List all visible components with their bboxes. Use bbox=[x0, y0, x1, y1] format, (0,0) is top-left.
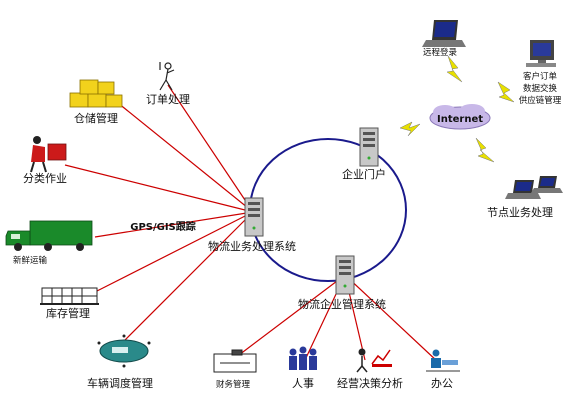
inventory-label: 库存管理 bbox=[46, 306, 90, 320]
finance-icon bbox=[213, 349, 257, 373]
inventory-rack-icon bbox=[40, 287, 99, 305]
logistics-server-icon bbox=[244, 197, 264, 237]
warehouse-label: 仓储管理 bbox=[74, 111, 118, 125]
lightning-bolts bbox=[399, 55, 515, 163]
desktop-computer-icon bbox=[526, 40, 556, 67]
internet-cloud: Internet bbox=[429, 104, 491, 130]
truck-icon bbox=[5, 220, 93, 251]
node-business-label: 节点业务处理 bbox=[487, 206, 553, 219]
enterprise-portal-label: 企业门户 bbox=[342, 167, 386, 181]
hr-people-icon bbox=[289, 346, 317, 370]
transport-label: 新鲜运输 bbox=[13, 255, 48, 266]
warehouse-boxes-icon bbox=[69, 79, 123, 108]
customer-order-label-2: 数据交换 bbox=[523, 83, 558, 94]
spoke-lines bbox=[64, 84, 439, 363]
order-processing-label: 订单处理 bbox=[146, 93, 190, 106]
sorting-worker-icon bbox=[30, 136, 67, 173]
hr-label: 人事 bbox=[292, 377, 314, 390]
laptop-icon bbox=[422, 20, 466, 47]
office-worker-icon bbox=[426, 349, 460, 372]
portal-server-icon bbox=[359, 127, 379, 167]
management-server-icon bbox=[335, 255, 355, 295]
network-ring bbox=[249, 138, 407, 282]
finance-label: 财务管理 bbox=[216, 379, 251, 390]
order-processing-icon bbox=[159, 62, 175, 91]
internet-label: Internet bbox=[437, 114, 483, 125]
remote-login-label: 远程登录 bbox=[423, 47, 458, 58]
vehicle-dispatch-icon bbox=[97, 334, 151, 368]
decision-analysis-icon bbox=[356, 348, 392, 373]
enterprise-mgmt-label: 物流企业管理系统 bbox=[298, 297, 386, 311]
decision-label: 经营决策分析 bbox=[337, 376, 403, 390]
office-label: 办公 bbox=[431, 377, 453, 390]
node-laptops-icon bbox=[505, 176, 563, 199]
customer-order-label-1: 客户订单 bbox=[523, 71, 558, 82]
gps-gis-label: GPS/GIS跟踪 bbox=[130, 220, 196, 233]
sorting-label: 分类作业 bbox=[23, 171, 67, 185]
customer-order-label-3: 供应链管理 bbox=[519, 95, 562, 106]
logistics-system-label: 物流业务处理系统 bbox=[208, 239, 296, 253]
vehicle-dispatch-label: 车辆调度管理 bbox=[87, 376, 153, 390]
